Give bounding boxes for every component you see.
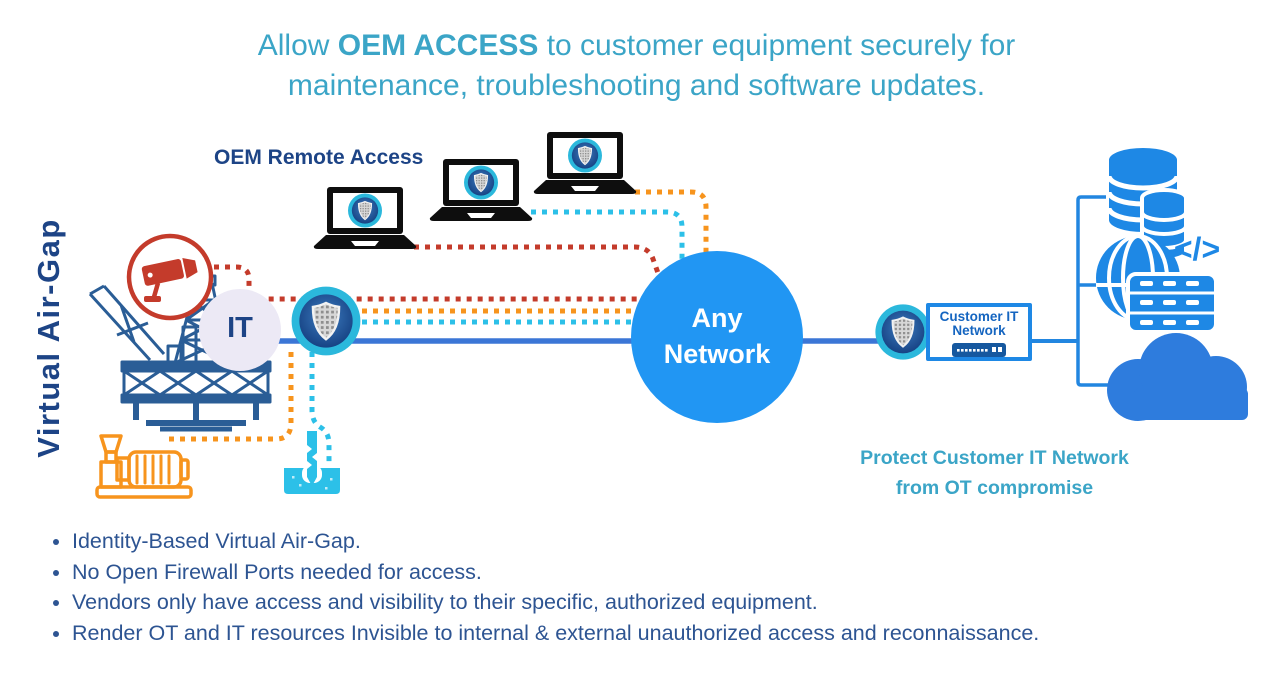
shield-icon	[874, 303, 932, 361]
cloud-icon	[1107, 333, 1248, 421]
feature-bullet-list: Identity-Based Virtual Air-Gap. No Open …	[46, 526, 1039, 648]
protect-line2: from OT compromise	[895, 477, 1094, 499]
it-circle	[199, 289, 281, 371]
dotted-connectors	[167, 189, 709, 463]
title-highlight: OEM ACCESS	[337, 29, 539, 62]
any-network-line2: Network	[663, 339, 771, 369]
any-network-circle	[631, 251, 803, 423]
any-network-label: Any Network	[632, 300, 802, 372]
laptop-icon	[314, 187, 416, 249]
bullet-item: Vendors only have access and visibility …	[72, 587, 1039, 618]
page-title: Allow OEM ACCESS to customer equipment s…	[187, 26, 1087, 106]
it-badge: IT	[227, 312, 253, 344]
laptop2-cyan-line	[531, 209, 685, 262]
title-post: to customer equipment securely for maint…	[287, 29, 1016, 102]
server-rack-icon	[1126, 272, 1218, 334]
bullet-item: No Open Firewall Ports needed for access…	[72, 557, 1039, 588]
drill-cyan-line	[309, 352, 332, 463]
customer-box-line1: Customer IT	[939, 309, 1019, 324]
laptop-icon	[534, 132, 636, 194]
protect-note: Protect Customer IT Network from OT comp…	[822, 443, 1167, 503]
any-network-line1: Any	[691, 303, 743, 333]
camera-red-line	[214, 264, 642, 302]
title-pre: Allow	[257, 29, 338, 62]
laptop-icon	[430, 159, 532, 221]
code-icon: </>	[1174, 231, 1220, 267]
bullet-item: Identity-Based Virtual Air-Gap.	[72, 526, 1039, 557]
laptop1-red-line	[414, 244, 661, 274]
customer-box-line2: Network	[952, 323, 1006, 338]
shield-icon	[290, 285, 362, 357]
pump-icon	[95, 434, 193, 499]
bullet-item: Render OT and IT resources Invisible to …	[72, 618, 1039, 649]
resource-bracket	[1076, 195, 1108, 387]
security-camera-icon	[126, 233, 214, 321]
oem-remote-access-label: OEM Remote Access	[214, 146, 424, 169]
protect-line1: Protect Customer IT Network	[860, 447, 1129, 469]
network-switch-icon	[952, 343, 1006, 357]
customer-it-network-box: Customer IT Network	[926, 303, 1032, 361]
virtual-air-gap-label: Virtual Air-Gap	[31, 218, 66, 458]
laptop3-orange-line	[635, 189, 709, 254]
drill-icon	[284, 431, 340, 494]
